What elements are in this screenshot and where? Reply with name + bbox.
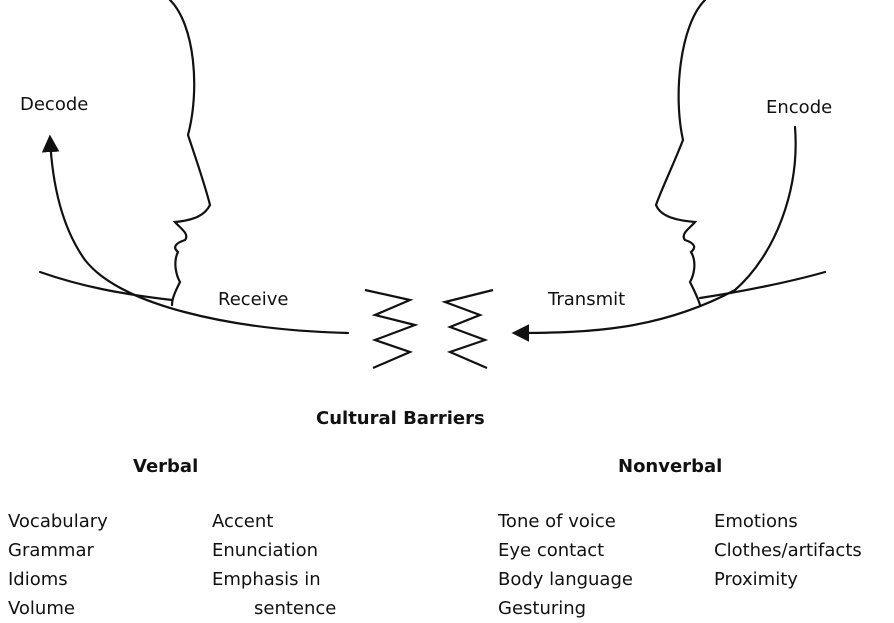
list-item: Body language (498, 565, 633, 594)
decode-label: Decode (20, 94, 88, 116)
left-shoulder-line (40, 272, 172, 300)
nonverbal-list-right: Emotions Clothes/artifacts Proximity (714, 507, 862, 594)
list-item: Accent (212, 507, 336, 536)
cultural-barriers-title: Cultural Barriers (316, 408, 485, 430)
list-item: Emphasis in (212, 565, 336, 594)
verbal-heading: Verbal (133, 456, 198, 478)
list-item: Eye contact (498, 536, 633, 565)
left-face-profile (170, 0, 210, 305)
barrier-zigzag-right (445, 290, 493, 368)
verbal-list-right: Accent Enunciation Emphasis in sentence (212, 507, 336, 623)
nonverbal-heading: Nonverbal (618, 456, 722, 478)
right-face-profile (656, 0, 705, 305)
list-item: Grammar (8, 536, 108, 565)
barrier-zigzag-left (365, 290, 415, 368)
list-item: Enunciation (212, 536, 336, 565)
verbal-list-left: Vocabulary Grammar Idioms Volume (8, 507, 108, 623)
receive-label: Receive (218, 289, 288, 311)
list-item: Emotions (714, 507, 862, 536)
list-item: Vocabulary (8, 507, 108, 536)
list-item: Clothes/artifacts (714, 536, 862, 565)
list-item: Idioms (8, 565, 108, 594)
list-item: Proximity (714, 565, 862, 594)
list-item: Tone of voice (498, 507, 633, 536)
right-shoulder-line (700, 272, 825, 298)
transmit-label: Transmit (548, 289, 625, 311)
encode-label: Encode (766, 97, 832, 119)
nonverbal-list-left: Tone of voice Eye contact Body language … (498, 507, 633, 623)
